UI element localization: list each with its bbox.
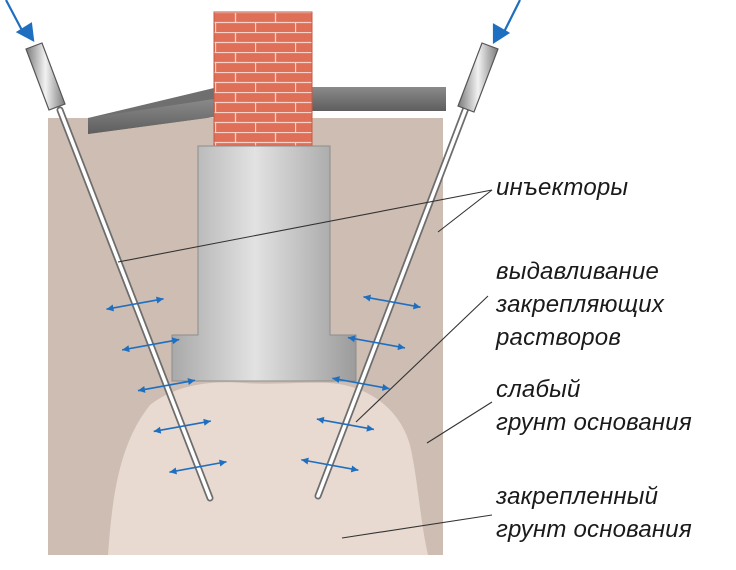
ground-slab-left bbox=[88, 99, 214, 134]
left-injection-arrows bbox=[106, 296, 227, 475]
left-injector-sleeve bbox=[25, 42, 66, 111]
injection-arrow bbox=[316, 416, 375, 432]
label-fixed-soil-1: закрепленный bbox=[496, 483, 659, 510]
right-inflow-arrow bbox=[492, 0, 521, 45]
injection-arrow bbox=[106, 296, 164, 312]
injection-arrow bbox=[332, 376, 390, 391]
label-squeeze-3: растворов bbox=[496, 324, 622, 351]
stabilized-soil-zone bbox=[108, 382, 428, 555]
label-fixed-soil-2: грунт основания bbox=[496, 516, 692, 543]
label-injectors: инъекторы bbox=[496, 174, 629, 201]
injection-arrow bbox=[137, 378, 196, 393]
leader-squeeze bbox=[355, 295, 489, 423]
injection-arrow bbox=[122, 337, 180, 353]
injection-arrow bbox=[169, 459, 227, 475]
brick-wall bbox=[213, 11, 313, 148]
label-weak-soil-2: грунт основания bbox=[496, 409, 692, 436]
label-squeeze-1: выдавливание bbox=[496, 258, 660, 285]
label-squeeze-2: закрепляющих bbox=[496, 291, 665, 318]
ground-slab-right bbox=[312, 87, 446, 111]
concrete-foundation bbox=[171, 145, 357, 382]
injection-arrow bbox=[153, 418, 211, 434]
left-inflow-arrow bbox=[5, 0, 35, 42]
leader-injectors-left bbox=[117, 189, 493, 263]
injection-arrow bbox=[363, 294, 421, 310]
right-injection-arrows bbox=[301, 294, 421, 473]
leader-weak-soil bbox=[426, 401, 493, 444]
injection-arrow bbox=[301, 457, 359, 473]
injection-arrow bbox=[347, 335, 406, 351]
leader-fixed-soil bbox=[341, 514, 493, 539]
right-injector-sleeve bbox=[457, 42, 499, 113]
leader-injectors-right bbox=[437, 189, 493, 233]
label-weak-soil-1: слабый bbox=[496, 376, 581, 403]
